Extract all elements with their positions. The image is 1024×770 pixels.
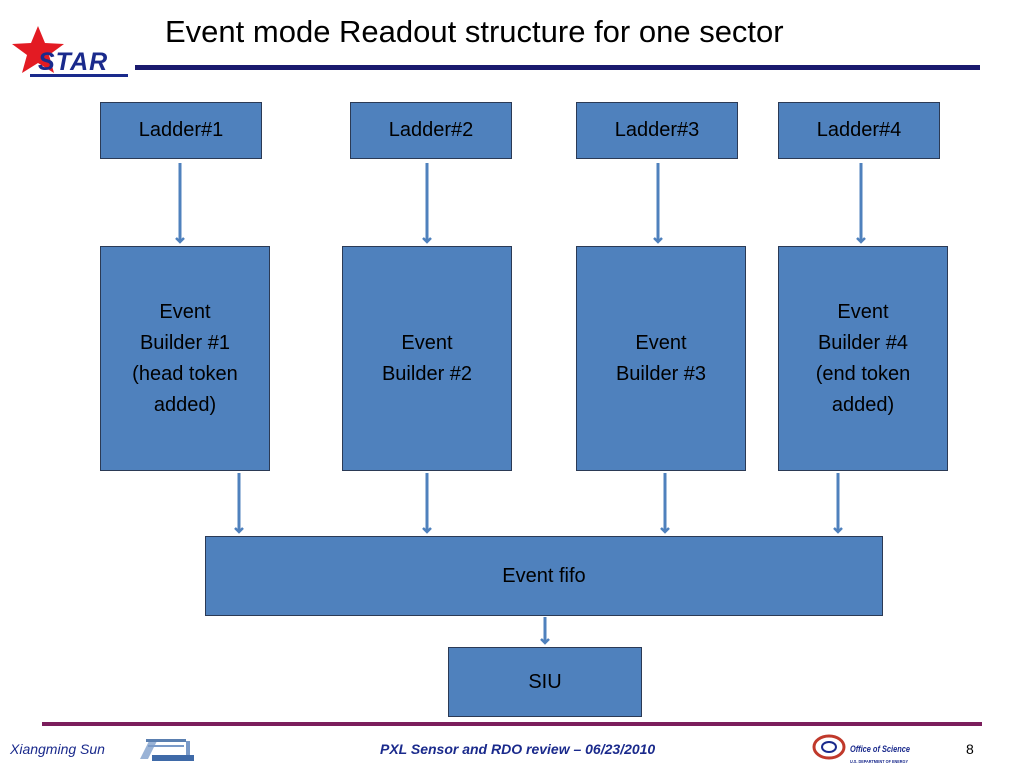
atom-swirl-icon	[812, 734, 846, 760]
ladder-3-box: Ladder#3	[576, 102, 738, 159]
page-number: 8	[966, 741, 974, 757]
office-of-science-text: Office of Science	[850, 744, 910, 754]
star-logo	[8, 26, 128, 78]
footer-title: PXL Sensor and RDO review – 06/23/2010	[380, 741, 656, 757]
event-builder-1-box: Event Builder #1 (head token added)	[100, 246, 270, 471]
event-builder-3-box: Event Builder #3	[576, 246, 746, 471]
slide-title: Event mode Readout structure for one sec…	[165, 14, 784, 49]
event-fifo-box: Event fifo	[205, 536, 883, 616]
doe-text: U.S. DEPARTMENT OF ENERGY	[850, 759, 908, 764]
event-builder-2-box: Event Builder #2	[342, 246, 512, 471]
siu-box: SIU	[448, 647, 642, 717]
footer-author: Xiangming Sun	[10, 741, 105, 757]
top-divider	[135, 65, 980, 70]
ladder-4-box: Ladder#4	[778, 102, 940, 159]
lab-logo-icon	[138, 735, 198, 763]
star-icon	[12, 26, 64, 73]
ladder-1-box: Ladder#1	[100, 102, 262, 159]
bottom-divider	[42, 722, 982, 726]
logo-underline	[30, 74, 128, 77]
logo-text: STAR	[38, 48, 109, 76]
ladder-2-box: Ladder#2	[350, 102, 512, 159]
office-of-science-logo: Office of Science U.S. DEPARTMENT OF ENE…	[812, 733, 912, 765]
event-builder-4-box: Event Builder #4 (end token added)	[778, 246, 948, 471]
